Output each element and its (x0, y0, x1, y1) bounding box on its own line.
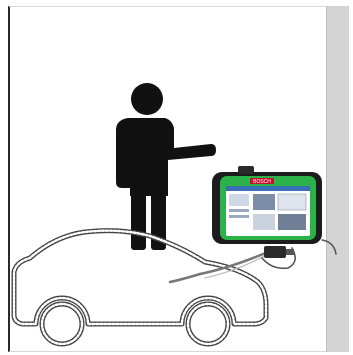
brand-mark: BOSCH (253, 179, 271, 185)
person-icon (116, 83, 216, 250)
diagnostic-tablet-icon: BOSCH (212, 166, 322, 244)
connector-plug-icon (264, 246, 294, 258)
